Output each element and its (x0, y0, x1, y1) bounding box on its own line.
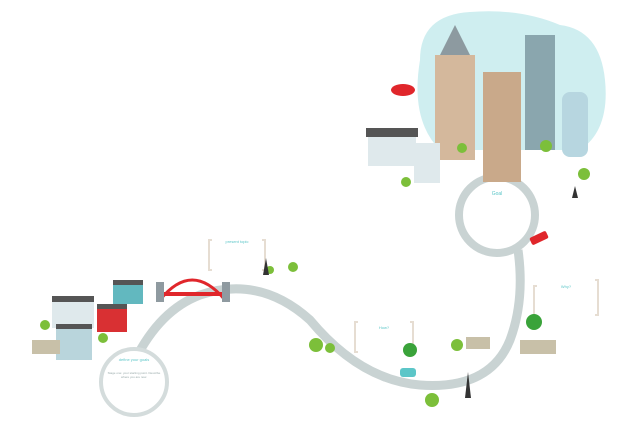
topic1-label[interactable]: present topic (225, 239, 249, 244)
red-car (529, 231, 549, 245)
road (130, 249, 525, 390)
start-title[interactable]: define your goals (118, 357, 150, 362)
topic3-label[interactable]: Why? (560, 284, 572, 289)
start-roundabout (99, 347, 169, 417)
trees (40, 140, 590, 407)
goal-label[interactable]: Goal (491, 191, 503, 197)
walls (466, 337, 490, 349)
topic2-label[interactable]: How? (378, 325, 390, 330)
red-bridge (156, 278, 230, 302)
goal-roundabout (455, 173, 539, 257)
start-body[interactable]: Stage one: your starting point. Describe… (107, 371, 161, 379)
blue-car (400, 368, 416, 377)
wall-right (520, 340, 556, 354)
city-skyline (366, 25, 588, 183)
houses-left (32, 280, 143, 360)
